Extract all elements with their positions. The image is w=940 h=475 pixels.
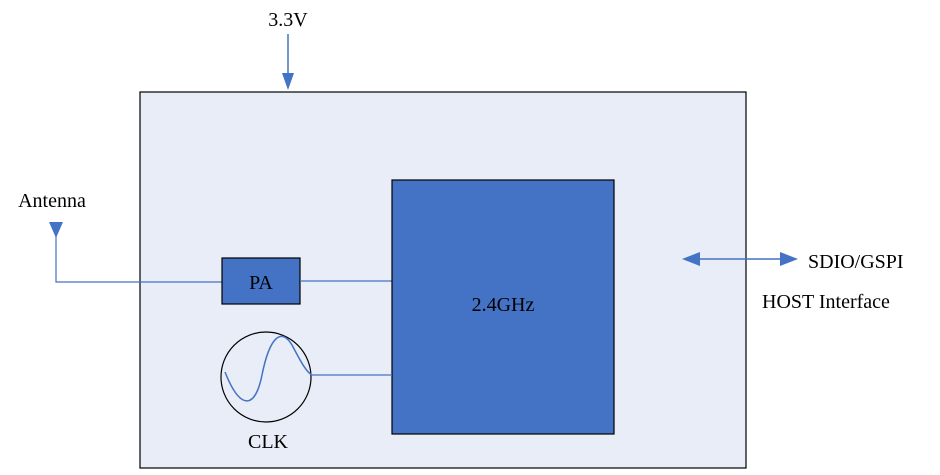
pa-label: PA — [249, 272, 273, 294]
host-interface-arrow — [682, 252, 798, 266]
antenna-feed-line — [55, 236, 222, 283]
chip-label: 2.4GHz — [472, 294, 535, 316]
interface-sublabel: HOST Interface — [762, 291, 890, 313]
interface-label: SDIO/GSPI — [808, 251, 904, 273]
clk-label: CLK — [248, 431, 289, 453]
clock-oscillator-icon — [220, 331, 313, 423]
antenna-label: Antenna — [18, 190, 86, 212]
antenna-icon — [49, 222, 63, 238]
power-arrow — [282, 34, 294, 90]
chip-block — [391, 179, 615, 435]
pa-block — [221, 257, 301, 305]
power-label: 3.3V — [268, 9, 308, 31]
